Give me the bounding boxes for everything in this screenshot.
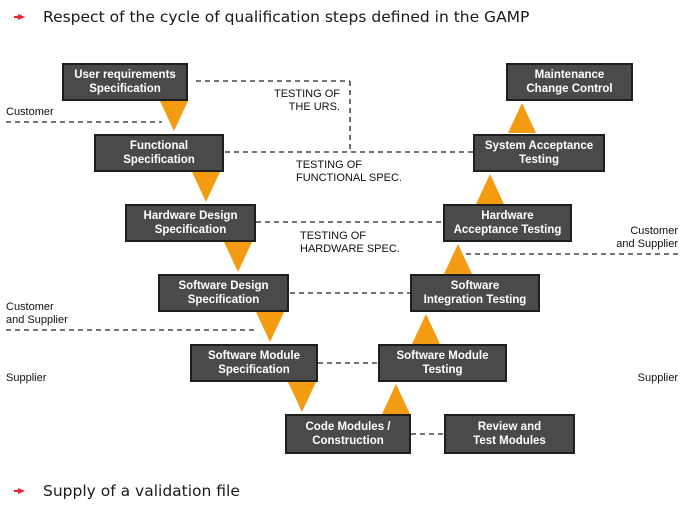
up-arrow-icon — [476, 174, 504, 204]
note-testing-hardware: TESTING OF HARDWARE SPEC. — [300, 230, 400, 255]
down-arrow-icon — [192, 172, 220, 202]
box-review-test-modules: Review and Test Modules — [444, 414, 575, 454]
box-software-module-spec: Software Module Specification — [190, 344, 318, 382]
box-hardware-acceptance-testing: Hardware Acceptance Testing — [443, 204, 572, 242]
box-system-acceptance-testing: System Acceptance Testing — [473, 134, 605, 172]
box-user-requirements-spec: User requirements Specification — [62, 63, 188, 101]
label-customer-supplier-right: Customer and Supplier — [616, 225, 678, 250]
down-arrow-icon — [256, 312, 284, 342]
up-arrow-icon — [382, 384, 410, 414]
down-arrow-icon — [160, 101, 188, 131]
bullet-validation: Supply of a validation file — [14, 482, 240, 500]
up-arrow-icon — [444, 244, 472, 274]
label-supplier-left: Supplier — [6, 372, 47, 384]
note-testing-urs: TESTING OF THE URS. — [274, 88, 340, 113]
bullet-gamp: Respect of the cycle of qualification st… — [14, 8, 529, 26]
red-arrow-icon — [14, 488, 25, 494]
bullet-text: Respect of the cycle of qualification st… — [43, 8, 530, 26]
bullet-text: Supply of a validation file — [43, 482, 240, 500]
red-arrow-icon — [14, 14, 25, 20]
box-hardware-design-spec: Hardware Design Specification — [125, 204, 256, 242]
down-arrow-icon — [224, 242, 252, 272]
box-software-module-testing: Software Module Testing — [378, 344, 507, 382]
label-customer-supplier-left: Customer and Supplier — [6, 301, 68, 326]
label-supplier-right: Supplier — [637, 372, 678, 384]
note-testing-functional: TESTING OF FUNCTIONAL SPEC. — [296, 159, 402, 184]
up-arrow-icon — [508, 103, 536, 133]
up-arrow-icon — [412, 314, 440, 344]
down-arrow-icon — [288, 382, 316, 412]
box-functional-spec: Functional Specification — [94, 134, 224, 172]
box-software-design-spec: Software Design Specification — [158, 274, 289, 312]
box-code-modules: Code Modules / Construction — [285, 414, 411, 454]
box-software-integration-testing: Software Integration Testing — [410, 274, 540, 312]
label-customer-left: Customer — [6, 106, 54, 118]
box-maintenance-change-control: Maintenance Change Control — [506, 63, 633, 101]
